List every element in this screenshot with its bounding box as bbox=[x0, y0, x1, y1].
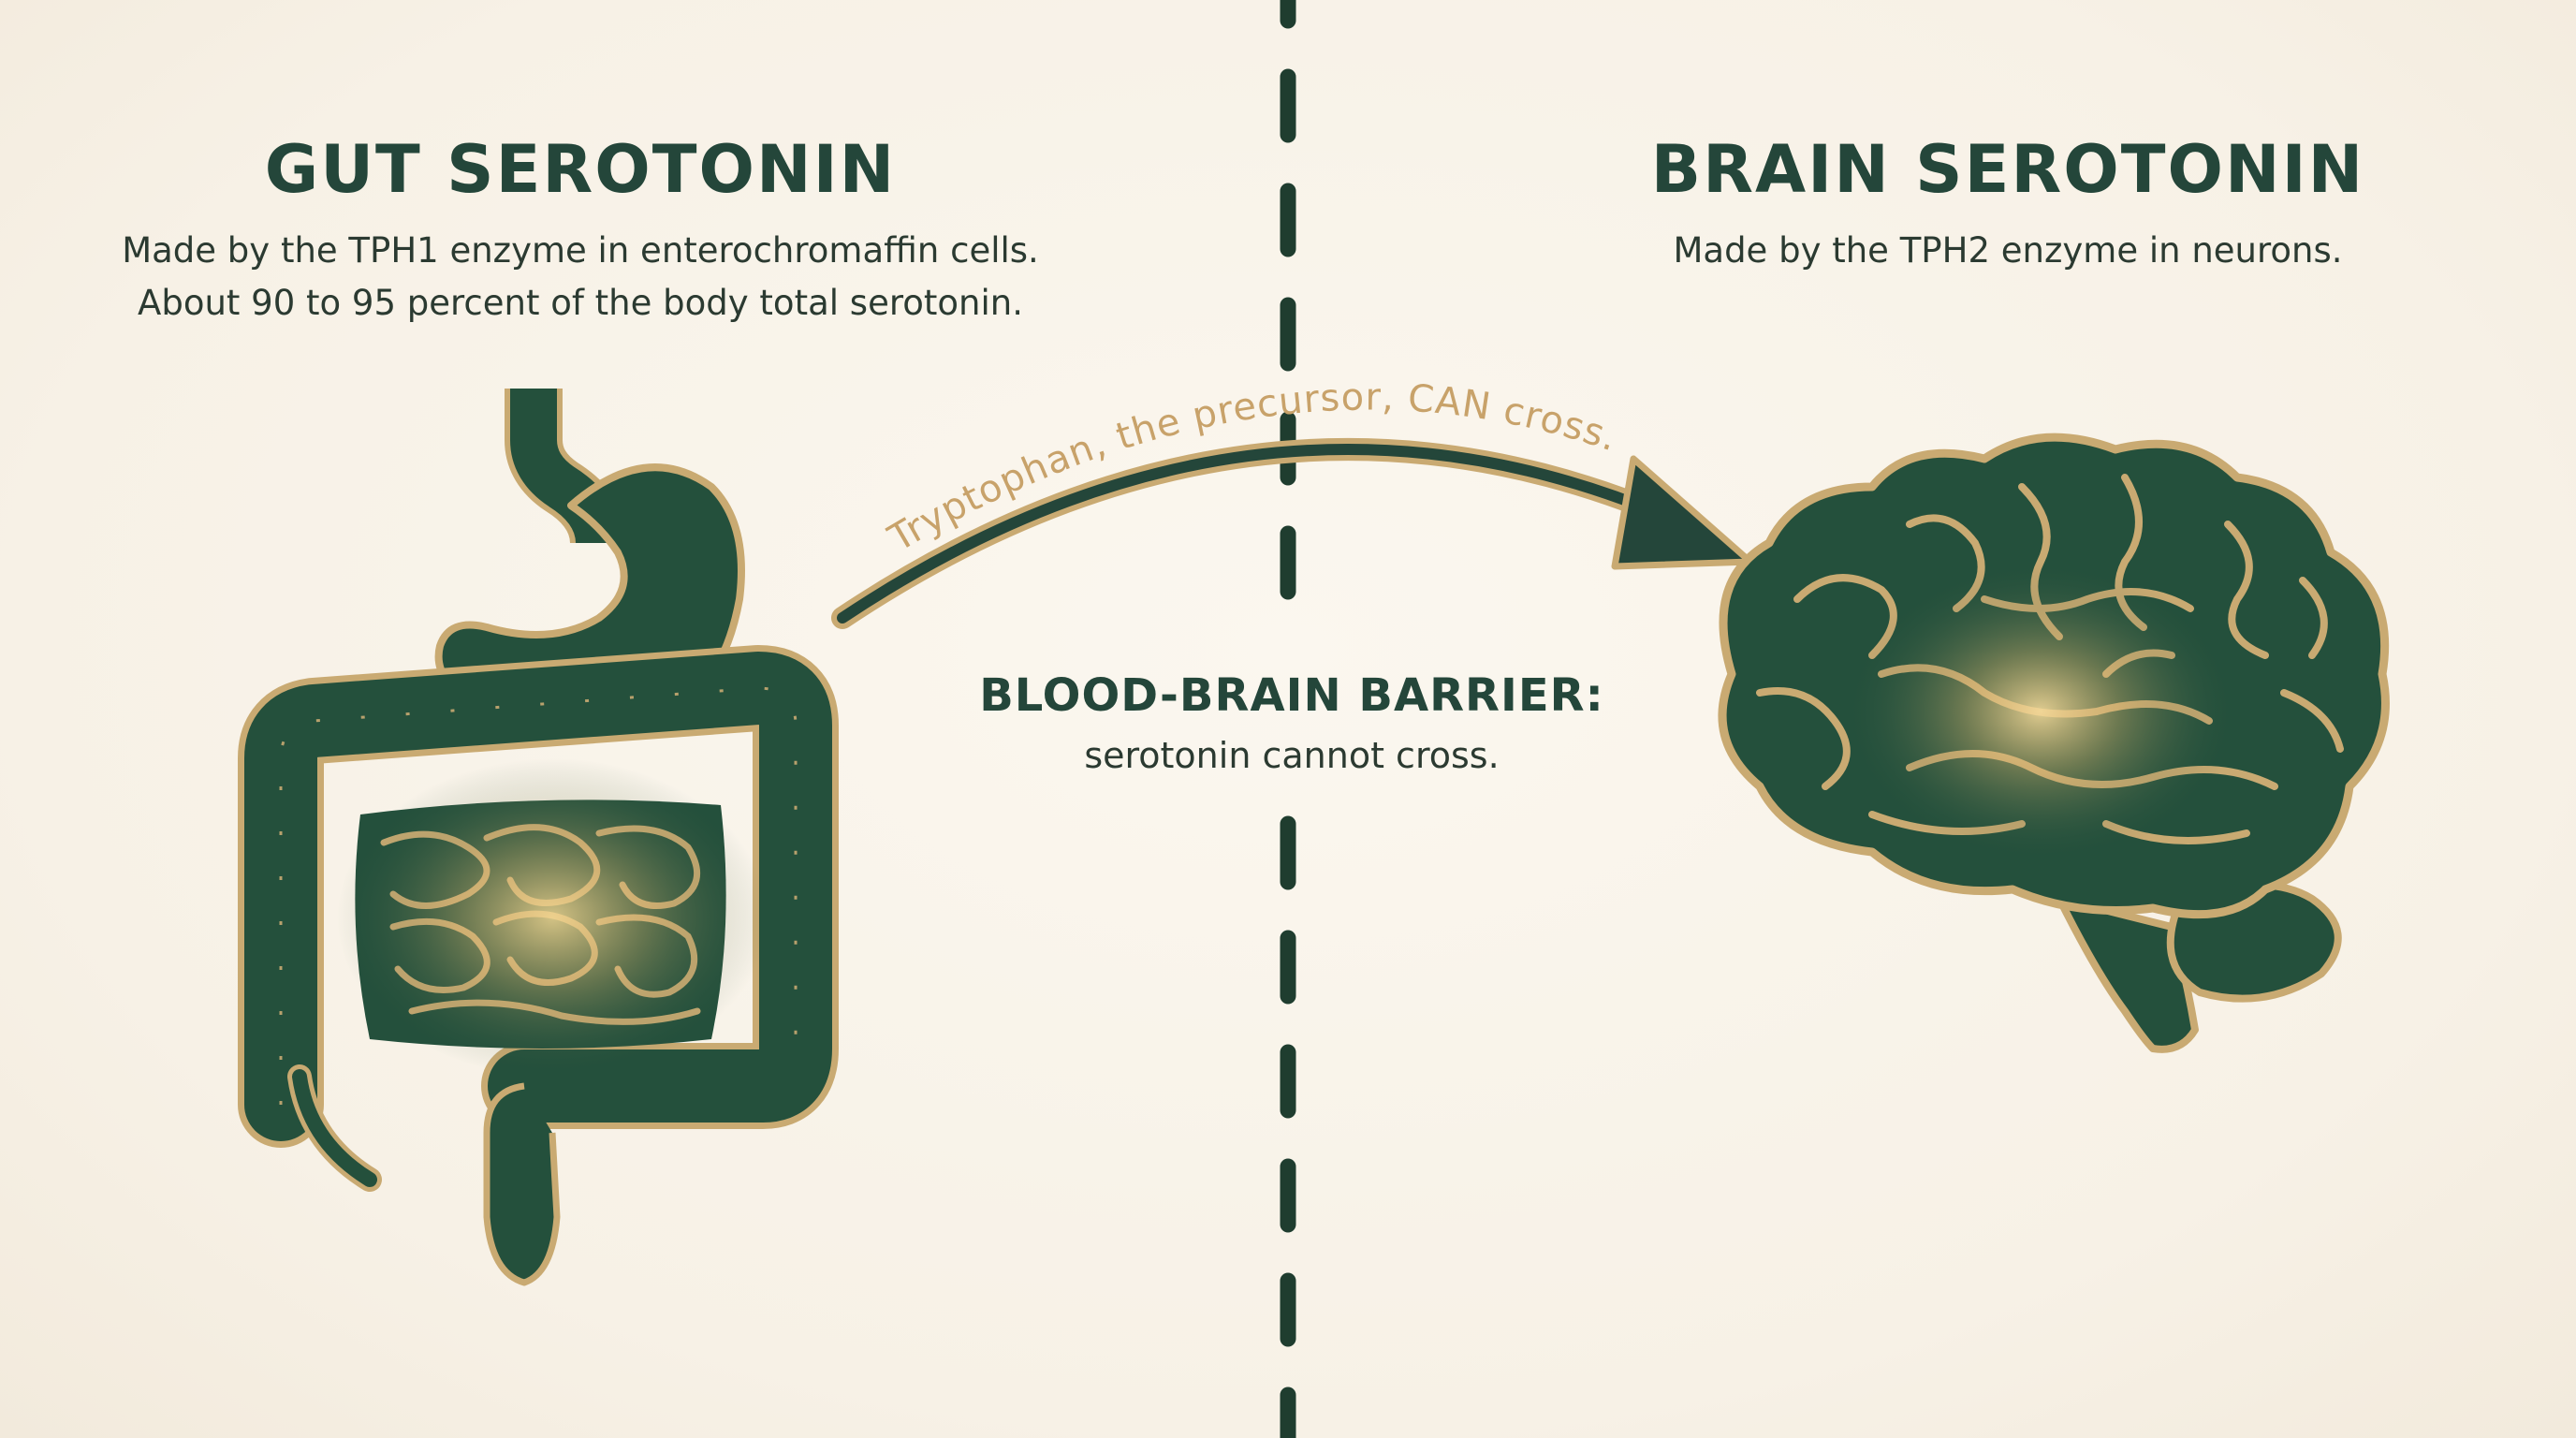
brain-description-line: Made by the TPH2 enzyme in neurons. bbox=[1673, 230, 2343, 271]
barrier-subtitle: serotonin cannot cross. bbox=[1084, 735, 1500, 776]
gut-serotonin-description: Made by the TPH1 enzyme in enterochromaf… bbox=[0, 225, 1161, 330]
brain-icon bbox=[1718, 433, 2390, 1053]
gut-serotonin-title: GUT SEROTONIN bbox=[264, 131, 897, 208]
gut-description-line: Made by the TPH1 enzyme in enterochromaf… bbox=[122, 230, 1039, 271]
gut-description-line: About 90 to 95 percent of the body total… bbox=[138, 283, 1023, 323]
digestive-system-icon bbox=[238, 389, 839, 1286]
barrier-title: BLOOD-BRAIN BARRIER: bbox=[979, 669, 1604, 722]
brain-serotonin-title: BRAIN SEROTONIN bbox=[1650, 131, 2365, 208]
brain-serotonin-description: Made by the TPH2 enzyme in neurons. bbox=[1451, 225, 2565, 277]
